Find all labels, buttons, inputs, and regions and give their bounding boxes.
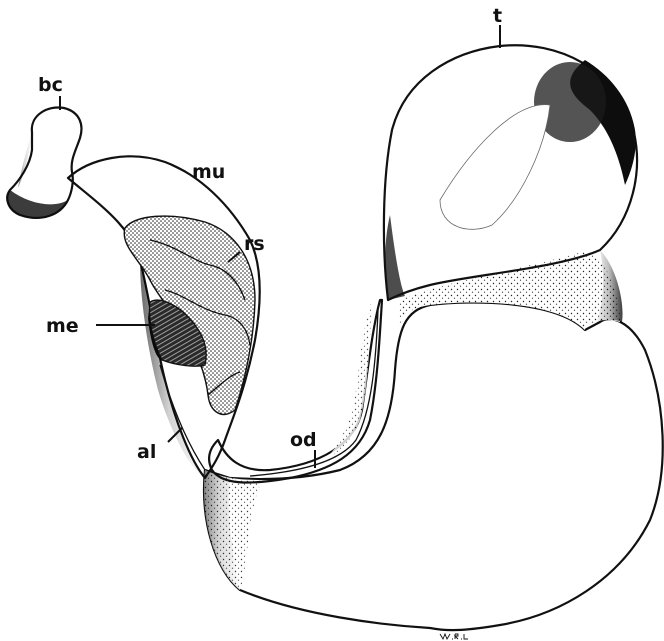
receptaculum-seminis xyxy=(124,216,255,414)
artist-signature xyxy=(440,634,468,639)
leader-mu xyxy=(170,164,186,172)
leader-lines xyxy=(60,25,500,468)
lower-body xyxy=(204,250,663,630)
bursa-copulatrix xyxy=(7,107,81,217)
atrium-outline xyxy=(160,365,205,470)
label-al: al xyxy=(137,441,156,463)
label-t: t xyxy=(493,5,502,27)
label-mu: mu xyxy=(192,161,225,183)
label-bc: bc xyxy=(38,74,63,96)
label-rs: rs xyxy=(244,233,265,255)
label-me: me xyxy=(46,315,79,337)
label-od: od xyxy=(290,429,317,451)
